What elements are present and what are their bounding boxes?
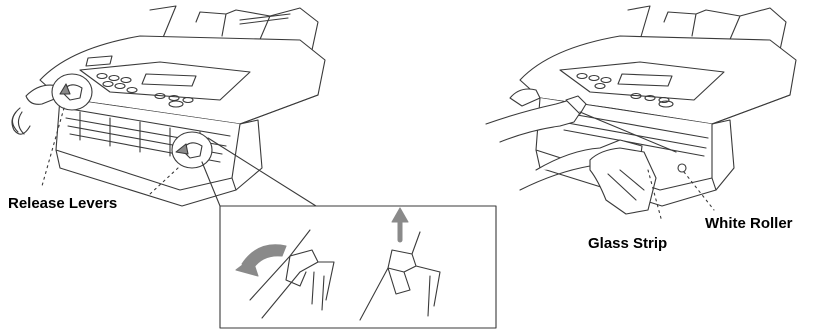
glass-strip-label: Glass Strip — [588, 236, 667, 251]
inset-detail-box — [220, 206, 496, 328]
white-roller-label: White Roller — [705, 216, 793, 231]
left-fax-machine — [12, 6, 325, 206]
release-levers-label: Release Levers — [8, 196, 117, 211]
